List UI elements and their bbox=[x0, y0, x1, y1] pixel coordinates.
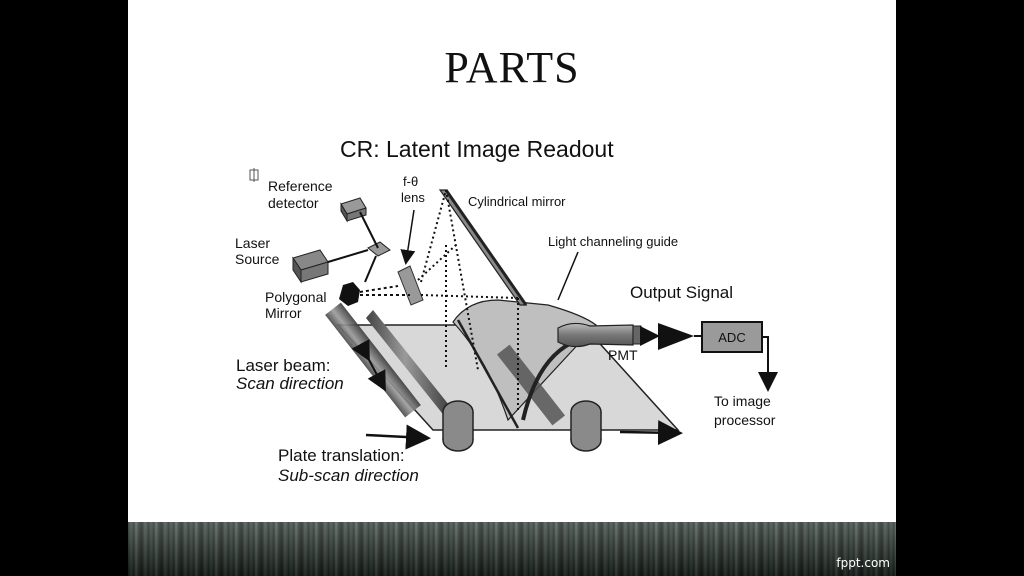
laser-beam-label: Laser beam: bbox=[236, 356, 331, 375]
amplifier-icon bbox=[658, 323, 694, 350]
cylindrical-mirror-label: Cylindrical mirror bbox=[468, 194, 566, 209]
polygonal-mirror-label-1: Polygonal bbox=[265, 289, 327, 305]
diagram-title: CR: Latent Image Readout bbox=[340, 136, 614, 162]
laser-source-label-2: Source bbox=[235, 251, 280, 267]
scan-roller bbox=[366, 310, 453, 418]
roller-front-right bbox=[570, 400, 602, 452]
scan-direction-label: Scan direction bbox=[236, 374, 344, 393]
beam-splitter bbox=[367, 241, 391, 257]
brand-watermark: fppt.com bbox=[836, 556, 890, 570]
laser-source-box bbox=[292, 249, 329, 284]
polygonal-mirror bbox=[339, 282, 360, 306]
adc-output-arrow bbox=[758, 336, 778, 392]
to-image-label-2: processor bbox=[714, 412, 776, 428]
slide-footer: fppt.com bbox=[128, 522, 896, 576]
cr-readout-diagram: CR: Latent Image Readout bbox=[235, 136, 778, 485]
laser-source-label-1: Laser bbox=[235, 235, 270, 251]
to-image-label-1: To image bbox=[714, 393, 771, 409]
text-cursor-icon bbox=[249, 168, 259, 182]
adc-box bbox=[701, 321, 763, 353]
slide-title: PARTS bbox=[444, 43, 580, 92]
pmt-tube bbox=[557, 322, 642, 348]
plate-translation-arrow-right bbox=[619, 420, 683, 446]
plate-translation-arrow-left bbox=[365, 424, 431, 450]
mirror-plane bbox=[456, 319, 520, 429]
pmt-label: PMT bbox=[608, 347, 638, 363]
output-signal-label: Output Signal bbox=[630, 283, 733, 302]
f-theta-label-1: f-θ bbox=[403, 174, 418, 189]
ref-detector-label-1: Reference bbox=[268, 178, 333, 194]
ref-detector-label-2: detector bbox=[268, 195, 319, 211]
f-theta-lens bbox=[397, 265, 424, 306]
adc-label: ADC bbox=[718, 330, 745, 345]
scan-direction-arrow bbox=[351, 339, 386, 392]
polygonal-mirror-label-2: Mirror bbox=[265, 305, 302, 321]
reference-detector-box bbox=[340, 197, 367, 223]
light-guide-label: Light channeling guide bbox=[548, 234, 678, 249]
f-theta-label-2: lens bbox=[401, 190, 425, 205]
laser-beam-path bbox=[327, 189, 519, 410]
sub-scan-label: Sub-scan direction bbox=[278, 466, 419, 485]
plate-translation-label: Plate translation: bbox=[278, 446, 405, 465]
roller-front-left bbox=[442, 400, 474, 452]
slide: PARTS CR: Latent Image Readout bbox=[128, 0, 896, 576]
